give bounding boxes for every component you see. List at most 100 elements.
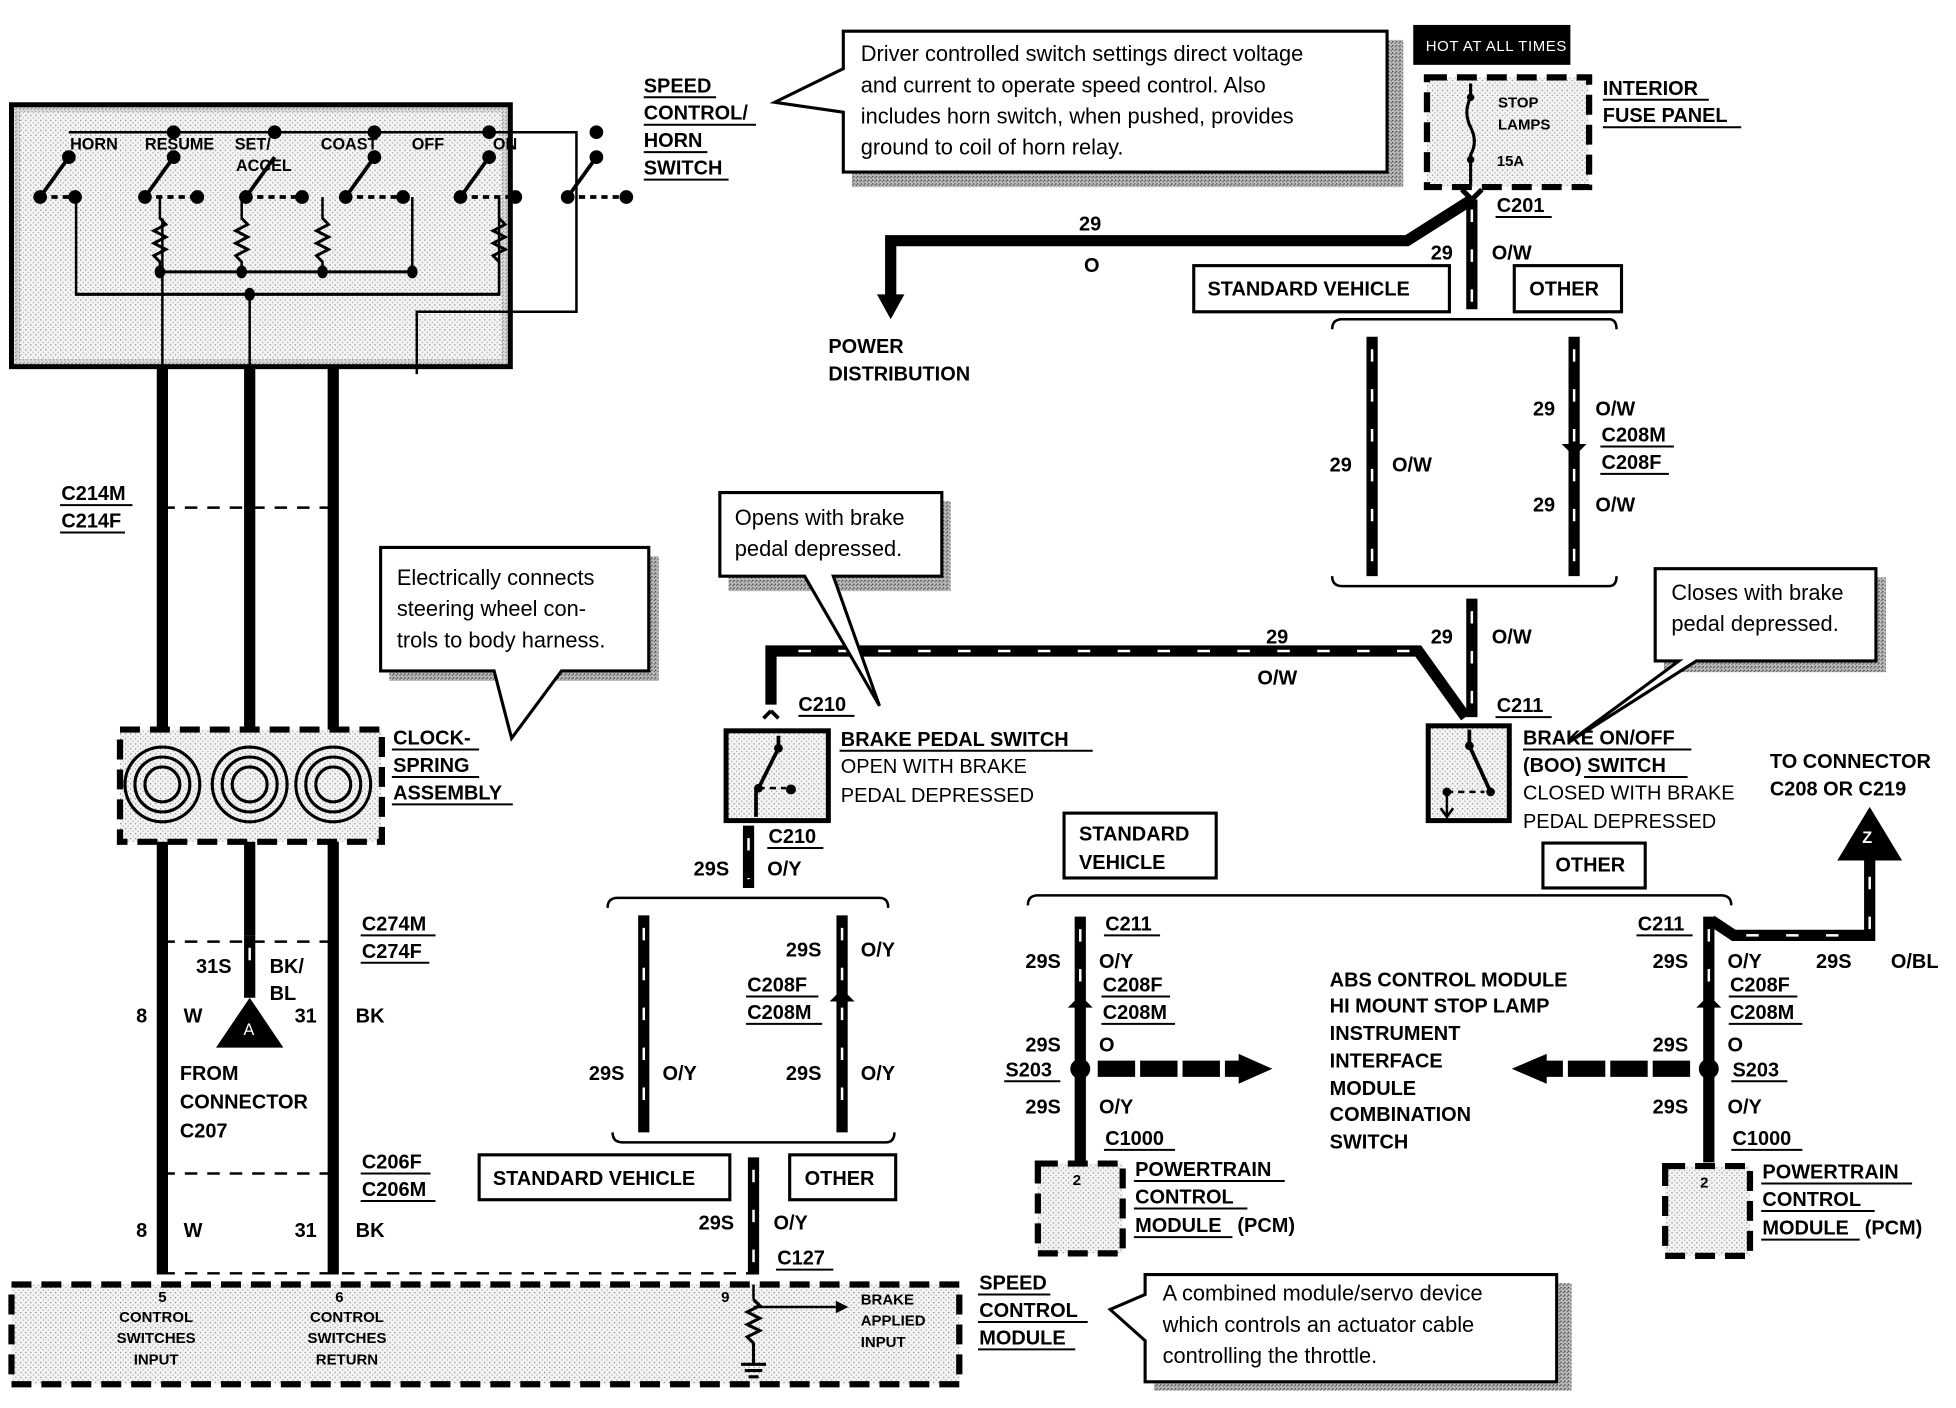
switch-contacts (33, 125, 634, 204)
callout-speed-control-module: A combined module/servo device which con… (1107, 1272, 1572, 1391)
variant-label: OTHER (805, 1168, 875, 1190)
label-line: MODULE (979, 1327, 1065, 1349)
arrow-right-icon (1238, 1053, 1273, 1084)
destination-label: COMBINATION (1330, 1104, 1471, 1126)
wire-color-label: O/Y (1099, 951, 1133, 973)
variant-other-top: OTHER (1512, 264, 1624, 314)
callout-boo-switch: Closes with brake pedal depressed. (1568, 567, 1886, 744)
pin-name: RETURN (316, 1351, 378, 1368)
label-line: CONTROL/ (644, 103, 749, 125)
wire-color-label: O/W (1595, 494, 1635, 516)
horn-switch-assembly: HORN RESUME SET/ ACCEL COAST OFF ON (8, 102, 634, 375)
clockspring-label: SPRING (393, 755, 469, 777)
wire-color-label: O/Y (1099, 1097, 1133, 1119)
fuse-panel-label: INTERIOR (1603, 78, 1698, 100)
brake-pedal-switch-desc: PEDAL DEPRESSED (841, 785, 1034, 807)
connector-c1000: C1000 (1105, 1128, 1164, 1150)
pin-number: 2 (1073, 1172, 1081, 1189)
wire-color-label: O (1728, 1034, 1744, 1056)
fuse-rating: 15A (1497, 153, 1525, 170)
connector-c127: C127 (777, 1248, 825, 1270)
wire-color-label: O/Y (662, 1063, 696, 1085)
pin-name: SWITCHES (117, 1330, 196, 1347)
boo-switch-title: (BOO) SWITCH (1523, 755, 1666, 777)
wire-29s-oy-other: 29S O/Y C208F C208M 29S O/Y (746, 915, 895, 1133)
resistor-ladder (74, 197, 509, 301)
wire-color-label: O/W (1257, 668, 1297, 690)
wire-color-label: W (184, 1220, 203, 1242)
from-connector-label: FROM (180, 1063, 239, 1085)
splice-s203-left: C211 29S O/Y C208F C208M 29S O S203 29S … (1004, 913, 1273, 1163)
pcm-label: MODULE (1762, 1218, 1848, 1240)
wire-color-label: O/Y (1728, 1097, 1762, 1119)
variant-other-right: OTHER (1541, 841, 1647, 890)
switch-label-off: OFF (412, 136, 445, 154)
wire-circuit-label: 29S (699, 1213, 734, 1235)
ground-icon (741, 1362, 766, 1379)
destination-label: INSTRUMENT (1330, 1023, 1461, 1045)
switch-label-accel: ACCEL (236, 157, 292, 175)
wire-29-ow-standard: 29 O/W (1330, 336, 1432, 577)
clockspring-label: ASSEMBLY (393, 782, 502, 804)
hot-at-all-times-badge (1413, 24, 1571, 65)
connector-c208f: C208F (1103, 974, 1163, 996)
callout-line: Driver controlled switch settings direct… (861, 41, 1303, 66)
power-distribution-label: POWER (828, 336, 903, 358)
pin-name: CONTROL (119, 1309, 193, 1326)
wire-circuit-label: 8 (136, 1220, 147, 1242)
label-line: SPEED (644, 75, 712, 97)
pin-number: 6 (335, 1289, 343, 1306)
pcm-left: 2 POWERTRAIN CONTROL MODULE (PCM) (1034, 1159, 1295, 1257)
connector-c210: C210 (798, 694, 846, 716)
to-connector-z: TO CONNECTOR C208 OR C219 Z (1770, 751, 1931, 861)
callout-line: trols to body harness. (397, 627, 606, 652)
pin-name: BRAKE (861, 1291, 914, 1308)
pcm-label: (PCM) (1865, 1218, 1923, 1240)
wire-circuit-label: 29 (1431, 242, 1453, 264)
connector-c208m: C208M (747, 1002, 811, 1024)
connector-c211: C211 (1497, 695, 1544, 717)
pin-number: 9 (721, 1289, 729, 1306)
pin-number: 2 (1700, 1174, 1708, 1191)
callout-line: Closes with brake (1671, 580, 1843, 605)
connector-c214f: C214F (61, 511, 121, 533)
pin-number: 5 (158, 1289, 166, 1306)
variant-standard-vehicle-mid: STANDARD VEHICLE (477, 1153, 732, 1202)
variant-label: STANDARD (1079, 824, 1189, 846)
wire-color-label: BK (356, 1220, 385, 1242)
clockspring-assembly: CLOCK- SPRING ASSEMBLY (116, 726, 513, 845)
label-line: SPEED (979, 1273, 1047, 1295)
callout-line: Opens with brake (735, 505, 905, 530)
fuse-panel-label: FUSE PANEL (1603, 105, 1728, 127)
resistor-icon (743, 1298, 764, 1365)
wire-circuit-label: 29 (1330, 454, 1352, 476)
wire-color-label: O/W (1595, 398, 1635, 420)
wire-29s-oy-brake: 29S O/Y (694, 825, 802, 888)
connector-c208m: C208M (1602, 424, 1666, 446)
variant-label: OTHER (1529, 279, 1599, 301)
label-line: CONTROL (979, 1300, 1078, 1322)
wire-circuit-label: 31 (295, 1006, 317, 1028)
destination-label: HI MOUNT STOP LAMP (1330, 996, 1550, 1018)
label-line: SWITCH (644, 158, 723, 180)
callout-line: ground to coil of horn relay. (861, 135, 1124, 160)
callout-line: steering wheel con- (397, 596, 586, 621)
connector-c211: C211 (1105, 913, 1152, 935)
connector-c201: C201 (1497, 195, 1545, 217)
power-distribution-label: DISTRIBUTION (828, 363, 970, 385)
wire-circuit-label: 29S (786, 1063, 821, 1085)
callout-line: which controls an actuator cable (1162, 1312, 1475, 1337)
connector-c208f: C208F (1602, 452, 1662, 474)
wire-color-label: O/Y (767, 858, 801, 880)
pcm-label: MODULE (1135, 1215, 1221, 1237)
callout-line: Electrically connects (397, 565, 595, 590)
horn-switch-label: SPEED CONTROL/ HORN SWITCH (643, 75, 757, 181)
clockspring-label: CLOCK- (393, 728, 471, 750)
wire-circuit-label: 29 (1079, 214, 1101, 236)
callout-brake-pedal-switch: Opens with brake pedal depressed. (718, 491, 951, 707)
switch-label-on: ON (493, 136, 517, 154)
connector-marker-z-icon (1837, 806, 1903, 861)
wire-circuit-label: 29S (1025, 951, 1060, 973)
wire-color-label: O/Y (773, 1213, 807, 1235)
brake-pedal-switch-title: BRAKE PEDAL SWITCH (841, 729, 1069, 751)
